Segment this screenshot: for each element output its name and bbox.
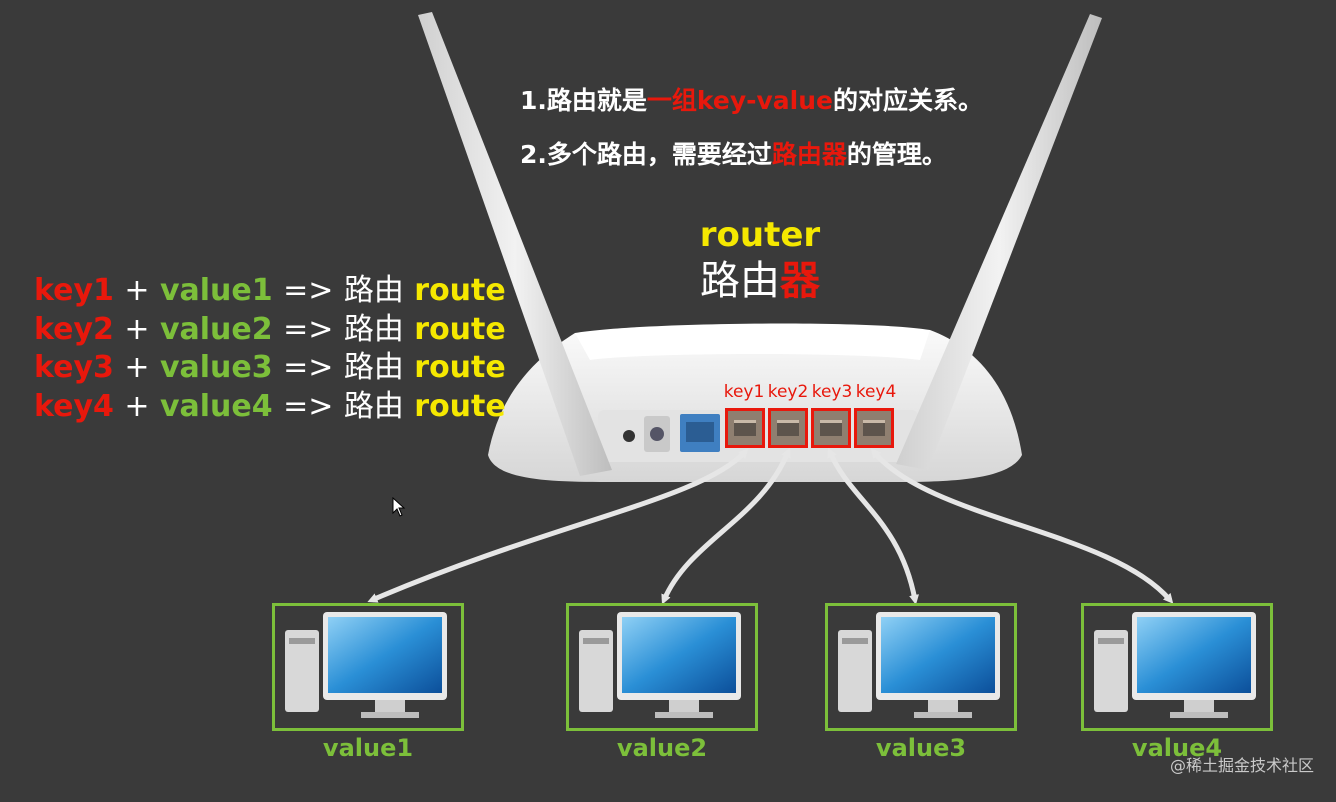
computer-icon-1 — [285, 612, 447, 718]
mapping-row: key2 + value2 => 路由 route — [34, 311, 506, 347]
notes: 1.路由就是一组key-value的对应关系。 2.多个路由，需要经过路由器的管… — [520, 74, 983, 182]
antenna-right — [896, 14, 1102, 470]
note-line-2: 2.多个路由，需要经过路由器的管理。 — [520, 140, 947, 169]
mapping-list: key1 + value1 => 路由 route key2 + value2 … — [34, 272, 506, 426]
port-label: key4 — [855, 382, 897, 402]
computer-icon-3 — [838, 612, 1000, 718]
antenna-left — [418, 12, 612, 476]
port-label: key2 — [767, 382, 809, 402]
router-title-cn: 路由器 — [700, 258, 820, 304]
computer-icon-2 — [579, 612, 741, 718]
computer-frame-2 — [566, 603, 758, 731]
mapping-row: key1 + value1 => 路由 route — [34, 273, 506, 308]
link-arrow-4 — [870, 448, 1174, 604]
computer-frame-3 — [825, 603, 1017, 731]
watermark: @稀土掘金技术社区 — [1169, 756, 1314, 775]
router-title-en: router — [699, 215, 821, 255]
computer-label-3: value3 — [875, 734, 967, 762]
port-label: key3 — [811, 382, 853, 402]
computer-icon-4 — [1094, 612, 1256, 718]
port-key2 — [768, 408, 808, 448]
port-key4 — [854, 408, 894, 448]
port-key3 — [811, 408, 851, 448]
computer-label-2: value2 — [616, 734, 708, 762]
mapping-row: key3 + value3 => 路由 route — [34, 350, 506, 385]
port-labels: key1 key2 key3 key4 — [722, 382, 898, 402]
note-line-1: 1.路由就是一组key-value的对应关系。 — [520, 86, 983, 115]
link-arrow-2 — [661, 447, 791, 605]
computer-frame-4 — [1081, 603, 1273, 731]
computer-label-4: value4 — [1131, 734, 1223, 762]
computer-frame-1 — [272, 603, 464, 731]
port-label: key1 — [723, 382, 765, 402]
port-key1 — [725, 408, 765, 448]
mapping-row: key4 + value4 => 路由 route — [34, 388, 506, 424]
router-title: router 路由器 — [640, 214, 880, 306]
computer-label-1: value1 — [322, 734, 414, 762]
mouse-cursor-icon — [392, 497, 406, 517]
